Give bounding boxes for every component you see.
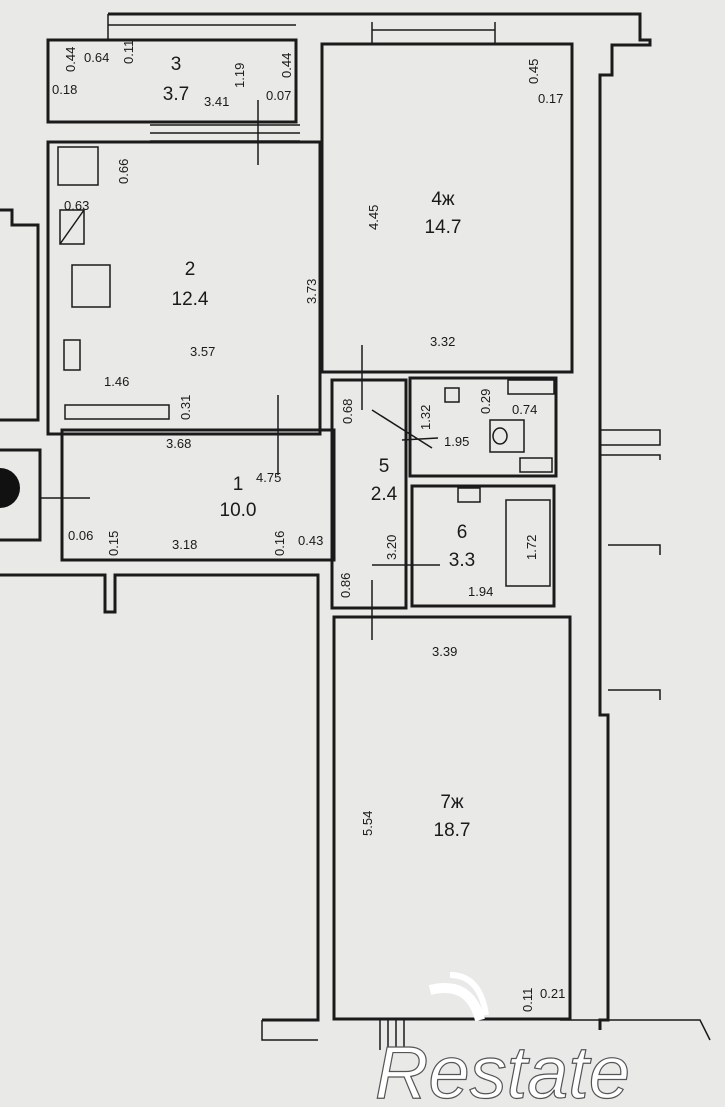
dim-label: 1.72	[524, 535, 539, 560]
dim-label: 3.18	[172, 537, 197, 552]
dim-label: 4.75	[256, 470, 281, 485]
room-2-id: 2	[185, 259, 196, 280]
dim-label: 0.44	[279, 53, 294, 78]
dim-label: 0.63	[64, 198, 89, 213]
dim-label: 3.73	[304, 279, 319, 304]
dim-label: 0.86	[338, 573, 353, 598]
room-6-id: 6	[457, 522, 468, 543]
dim-label: 4.45	[366, 205, 381, 230]
room-3-id: 3	[171, 54, 182, 75]
room-3-area: 3.7	[163, 84, 189, 105]
dim-label: 0.68	[340, 399, 355, 424]
dim-label: 0.11	[121, 40, 136, 64]
dim-label: 0.29	[478, 389, 493, 414]
dim-label: 1.95	[444, 434, 469, 449]
watermark-text: Restate	[375, 1031, 630, 1107]
dim-label: 3.32	[430, 334, 455, 349]
dim-label: 1.19	[232, 63, 247, 88]
dim-label: 0.11	[520, 988, 535, 1012]
dim-label: 0.07	[266, 88, 291, 103]
dim-label: 0.06	[68, 528, 93, 543]
dim-label: 5.54	[360, 811, 375, 836]
dim-label: 0.21	[540, 986, 565, 1001]
dim-label: 3.68	[166, 436, 191, 451]
dim-label: 0.44	[63, 47, 78, 72]
watermark-logo: Restate	[374, 972, 631, 1107]
room-5-id: 5	[379, 456, 390, 477]
dim-label: 1.32	[418, 405, 433, 430]
dim-label: 1.94	[468, 584, 493, 599]
dim-label: 0.64	[84, 50, 109, 65]
dim-label: 3.20	[384, 535, 399, 560]
room-2-area: 12.4	[172, 289, 209, 310]
room-5-area: 2.4	[371, 484, 398, 505]
room-4-area: 14.7	[425, 217, 462, 238]
dim-label: 1.46	[104, 374, 129, 389]
room-6-area: 3.3	[449, 550, 475, 571]
room-1-id: 1	[233, 474, 244, 495]
dim-label: 0.66	[116, 159, 131, 184]
dim-label: 0.31	[178, 395, 193, 420]
walls	[0, 12, 711, 1050]
room-1-area: 10.0	[220, 500, 257, 521]
dim-label: 0.16	[272, 531, 287, 556]
dim-label: 0.43	[298, 533, 323, 548]
dimension-labels: 0.44 0.64 0.11 0.44 0.18 1.19 3.41 0.07 …	[52, 40, 565, 1012]
room-4-id: 4ж	[431, 189, 455, 210]
dim-label: 0.74	[512, 402, 537, 417]
dim-label: 0.15	[106, 531, 121, 556]
dim-label: 0.45	[526, 59, 541, 84]
dim-label: 0.17	[538, 91, 563, 106]
dim-label: 0.18	[52, 82, 77, 97]
dim-label: 3.57	[190, 344, 215, 359]
dim-label: 3.41	[204, 94, 229, 109]
room-labels: 3 3.7 2 12.4 4ж 14.7 1 10.0 5 2.4 6 3.3 …	[163, 54, 475, 841]
room-7-id: 7ж	[440, 792, 464, 813]
room-7-area: 18.7	[434, 820, 471, 841]
dim-label: 3.39	[432, 644, 457, 659]
